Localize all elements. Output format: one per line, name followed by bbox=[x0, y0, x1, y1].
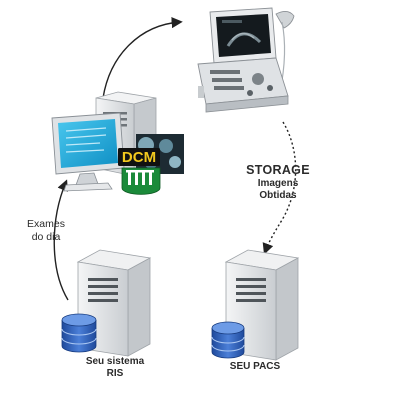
storage-label: STORAGE Imagens Obtidas bbox=[238, 163, 318, 203]
exames-do-dia-label: Exames do dia bbox=[18, 218, 74, 244]
ris-line2: RIS bbox=[106, 368, 124, 380]
storage-line2: Imagens bbox=[257, 178, 299, 190]
exames-line2: do dia bbox=[31, 230, 61, 243]
exames-line1: Exames bbox=[27, 218, 65, 230]
ultrasound-monitor bbox=[209, 7, 277, 64]
ris-line1: Seu sistema bbox=[85, 356, 145, 367]
dcm-badge: DCM bbox=[118, 148, 161, 195]
ris-server bbox=[76, 249, 152, 357]
pacs-label: SEU PACS bbox=[220, 361, 290, 373]
arrow-ris-to-workstation bbox=[53, 179, 69, 301]
ris-database-icon bbox=[61, 313, 97, 353]
workstation: DCM bbox=[51, 91, 184, 195]
ultrasound-machine bbox=[197, 7, 295, 113]
ris-label: Seu sistema RIS bbox=[70, 356, 160, 380]
arrow-workstation-to-ultrasound bbox=[102, 17, 183, 99]
pacs-label-text: SEU PACS bbox=[229, 361, 281, 372]
pacs-database-icon bbox=[211, 321, 245, 359]
ultrasound-console bbox=[197, 57, 289, 113]
dcm-badge-text: DCM bbox=[122, 149, 156, 166]
storage-title: STORAGE bbox=[246, 163, 310, 177]
workstation-monitor bbox=[51, 112, 125, 192]
storage-line3: Obtidas bbox=[259, 190, 297, 202]
